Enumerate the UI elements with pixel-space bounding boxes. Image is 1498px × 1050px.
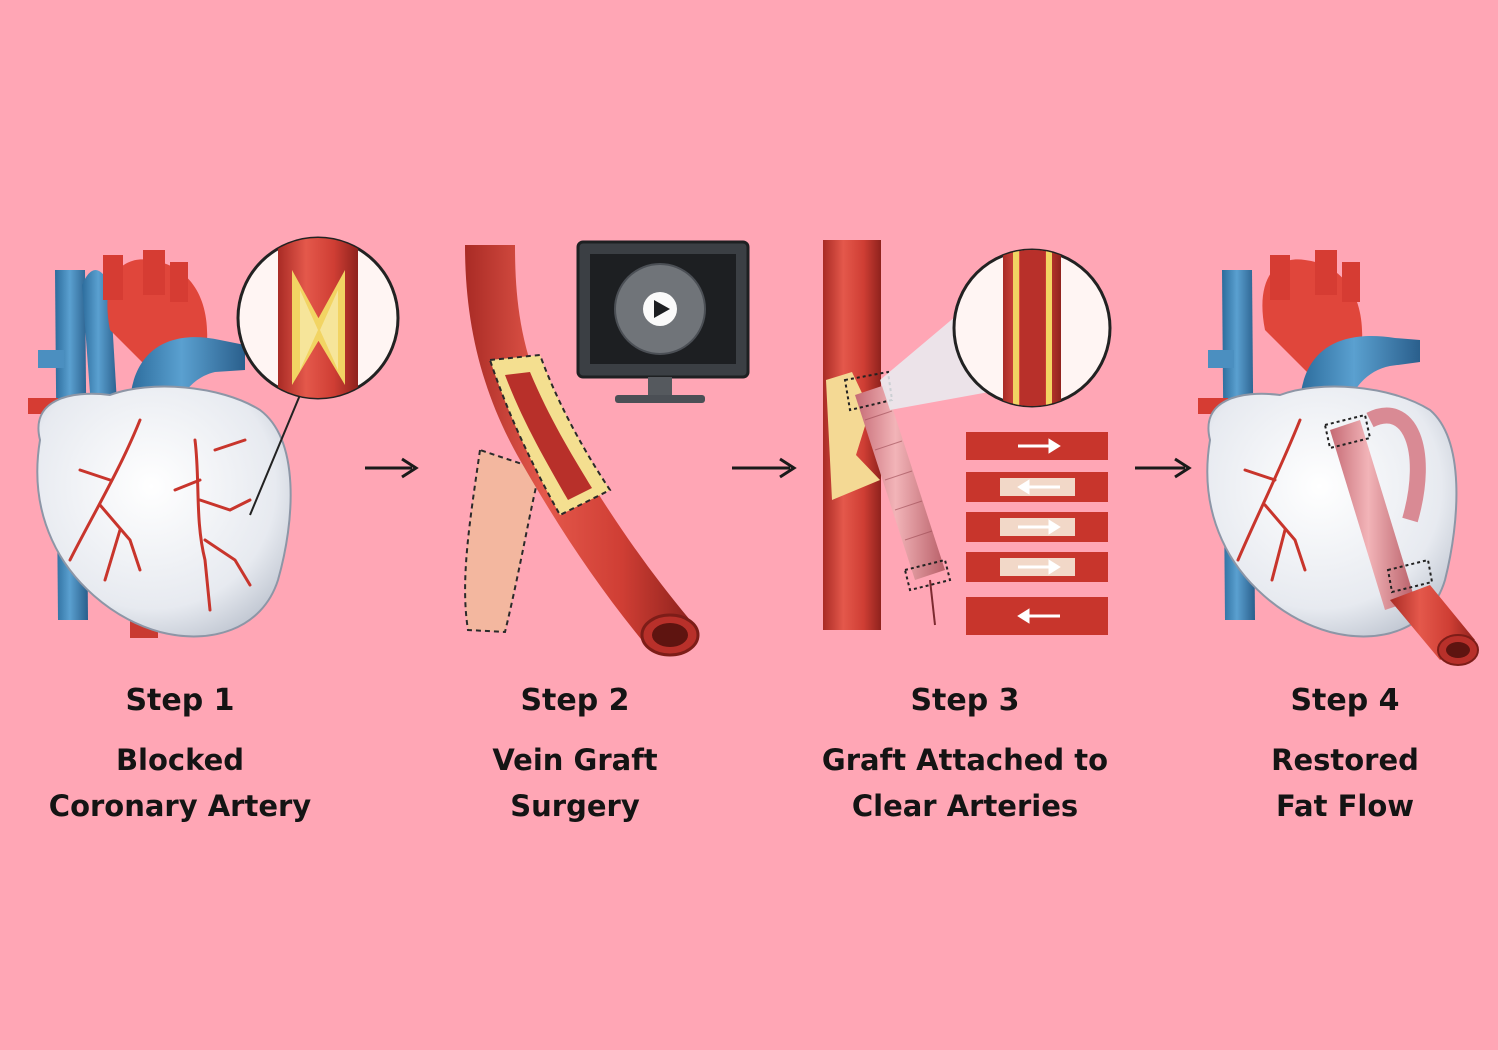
step-3-number: Step 3	[910, 683, 1020, 718]
step-2-number: Step 2	[520, 683, 630, 718]
step-4-description: Restored Fat Flow	[1271, 743, 1419, 823]
step-4-label: Step 4 Restored Fat Flow	[1195, 683, 1495, 829]
arrow-right-icon	[1135, 457, 1192, 479]
step-2-description: Vein Graft Surgery	[492, 743, 658, 823]
step-2-label: Step 2 Vein Graft Surgery	[425, 683, 725, 829]
step-1-label: Step 1 Blocked Coronary Artery	[30, 683, 330, 829]
step4-restored-heart-illustration	[1198, 250, 1479, 666]
flow-panels	[966, 432, 1108, 635]
step3-graft-attached-illustration	[823, 240, 1112, 635]
arrow-right-icon	[732, 457, 797, 479]
play-icon	[643, 292, 677, 326]
step2-vein-graft-illustration	[464, 240, 750, 657]
step-1-number: Step 1	[125, 683, 235, 718]
arrow-right-icon	[365, 457, 419, 479]
step-1-description: Blocked Coronary Artery	[48, 743, 312, 823]
step1-heart-illustration	[28, 236, 400, 638]
step-3-label: Step 3 Graft Attached to Clear Arteries	[800, 683, 1130, 829]
step-3-description: Graft Attached to Clear Arteries	[821, 743, 1109, 823]
step-4-number: Step 4	[1290, 683, 1400, 718]
